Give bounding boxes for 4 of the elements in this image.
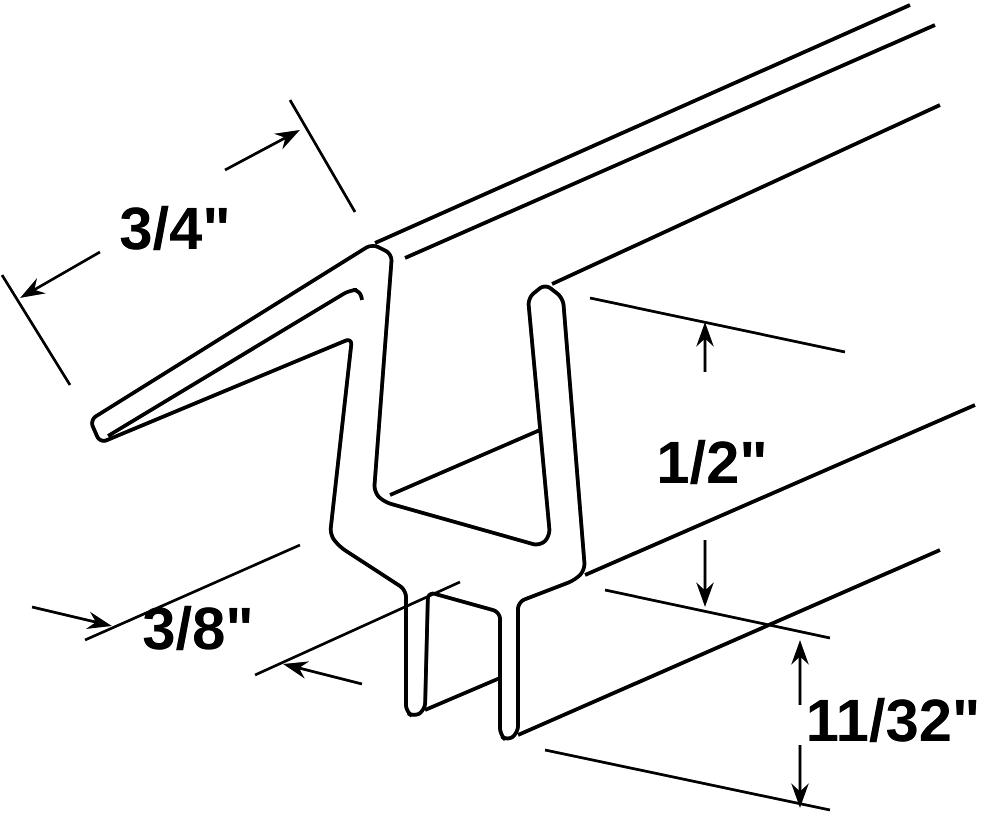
dimension-label: 1/2" bbox=[660, 440, 764, 484]
dimension-label: 3/8" bbox=[144, 606, 250, 650]
dimension-label: 11/32" bbox=[809, 698, 976, 742]
dimension-label: 3/4" bbox=[120, 206, 227, 250]
